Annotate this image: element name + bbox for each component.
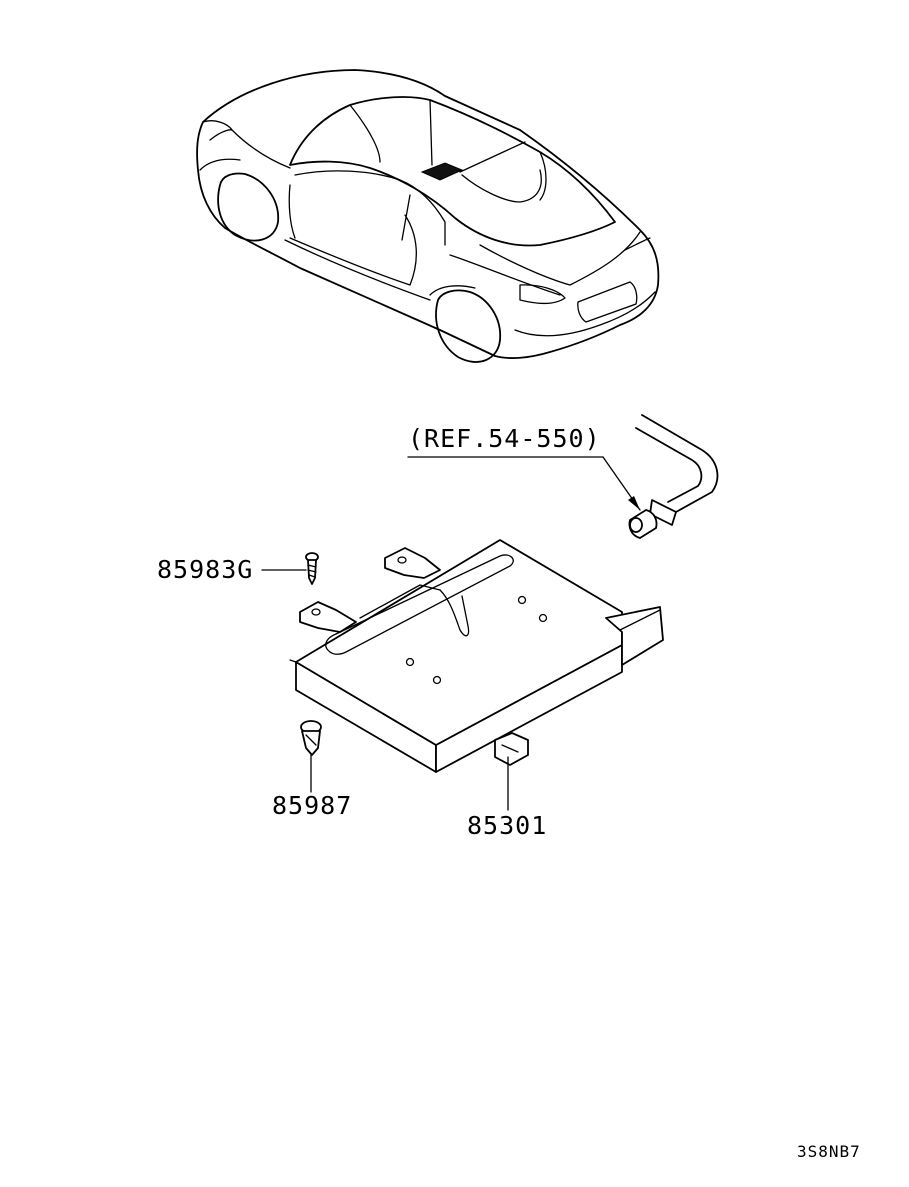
antenna-cable — [628, 414, 719, 539]
ref-leader — [407, 456, 641, 511]
clip-85987 — [300, 720, 322, 793]
part-label-85983g: 85983G — [157, 555, 253, 584]
part-label-85987: 85987 — [272, 791, 352, 820]
drawing-code: 3S8NB7 — [797, 1142, 861, 1161]
screw-85983g — [261, 552, 319, 585]
ref-label: (REF.54-550) — [408, 424, 601, 453]
antenna-bracket — [289, 539, 664, 773]
car-illustration — [196, 69, 660, 363]
part-label-85301: 85301 — [467, 811, 547, 840]
